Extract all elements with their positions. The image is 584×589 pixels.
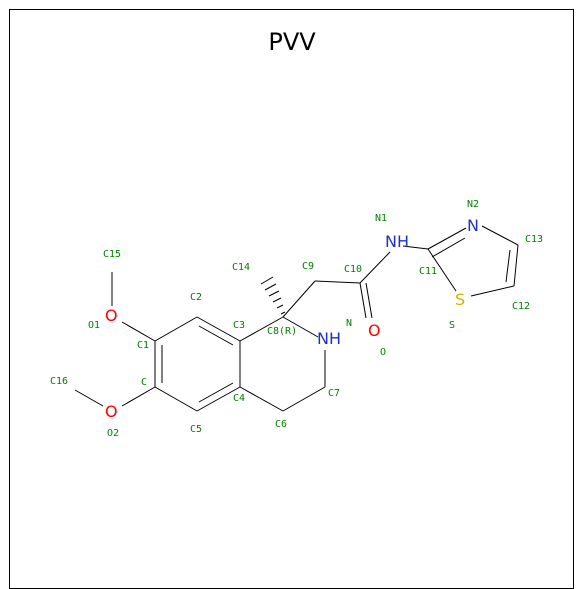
bond xyxy=(239,386,284,412)
oxygen-label: O xyxy=(105,402,118,421)
atom-annotation: C16 xyxy=(50,376,68,387)
stereo-hash-bond xyxy=(260,276,286,315)
atom-annotation: C5 xyxy=(190,424,202,435)
sulfur-label: S xyxy=(455,290,465,309)
atom-annotation: O2 xyxy=(107,428,119,439)
bond xyxy=(365,282,373,319)
aromatic-bond xyxy=(198,325,234,346)
atom-annotation: N xyxy=(346,318,352,329)
bonds xyxy=(74,225,519,412)
bond xyxy=(196,316,241,342)
bond xyxy=(505,249,511,283)
bond xyxy=(359,282,367,319)
atom-annotation: S xyxy=(449,320,455,331)
atom-annotation: C1 xyxy=(137,340,149,351)
bond xyxy=(154,316,198,342)
bond xyxy=(431,237,466,258)
thiazole-nitrogen-label: N xyxy=(467,216,479,235)
bond xyxy=(239,316,284,342)
bond xyxy=(427,227,467,250)
page-title: PVV xyxy=(268,28,316,56)
atom-annotation: C9 xyxy=(302,261,314,272)
bond xyxy=(154,386,198,412)
carbonyl-oxygen-label: O xyxy=(368,321,381,340)
aromatic-bond xyxy=(198,382,234,403)
atom-annotation: C8(R) xyxy=(267,326,297,337)
atom-annotation: C7 xyxy=(328,388,340,399)
atom-annotation: C6 xyxy=(275,419,287,430)
bond xyxy=(282,280,316,318)
bond xyxy=(121,386,156,407)
bond xyxy=(282,386,326,412)
amide-nh-label: NH xyxy=(385,232,409,251)
atom-annotation: O1 xyxy=(88,320,100,331)
atom-annotation: C10 xyxy=(344,264,362,275)
atom-annotation: C2 xyxy=(190,292,202,303)
bond xyxy=(513,244,519,287)
bond xyxy=(314,280,361,284)
atom-annotation: O xyxy=(380,347,386,358)
atom-annotation: C14 xyxy=(232,262,250,273)
bond xyxy=(74,389,104,407)
bond xyxy=(470,285,515,297)
atom-annotation: C13 xyxy=(525,234,543,245)
bond xyxy=(121,321,156,342)
bond xyxy=(359,251,391,284)
atom-annotation: N1 xyxy=(375,213,387,224)
atom-annotation: C12 xyxy=(512,301,530,312)
bond xyxy=(282,316,319,338)
atom-annotation: C3 xyxy=(233,320,245,331)
ring-nh-label: NH xyxy=(317,329,341,348)
atom-annotation: C15 xyxy=(103,249,121,260)
bond xyxy=(196,386,241,412)
bond xyxy=(481,225,519,246)
bond xyxy=(427,248,457,292)
bond xyxy=(402,245,429,250)
atom-annotation: N2 xyxy=(467,199,479,210)
atom-annotation: C4 xyxy=(233,393,245,404)
oxygen-label: O xyxy=(105,306,118,325)
atom-annotation: C11 xyxy=(419,266,437,277)
atom-annotation: C xyxy=(141,377,147,388)
